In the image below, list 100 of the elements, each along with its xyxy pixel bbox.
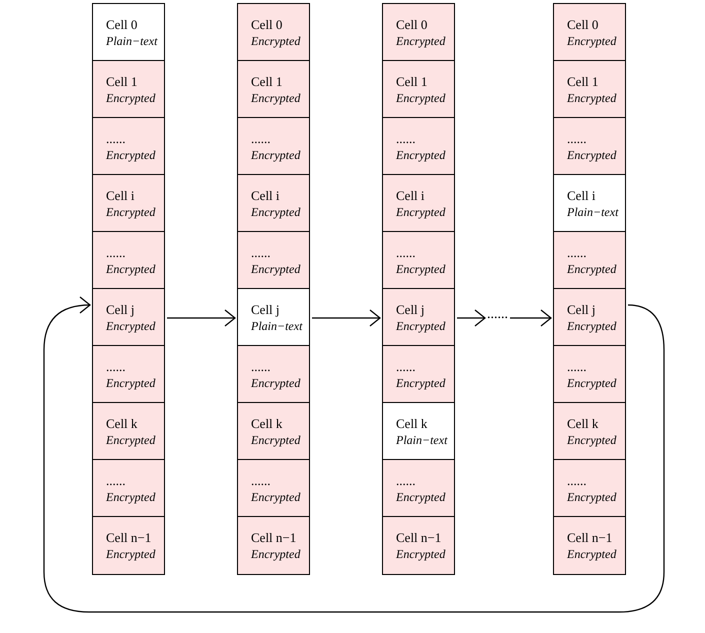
memory-cell (554, 4, 625, 61)
memory-cell (554, 118, 625, 175)
cell-state: Plain−text (106, 33, 158, 49)
cell-name: Cell k (396, 416, 428, 432)
cell-name: ...... (251, 473, 270, 489)
cell-name: Cell i (251, 188, 280, 204)
memory-cell (554, 460, 625, 517)
cell-name: ...... (396, 245, 416, 261)
cell-state: Encrypted (567, 261, 616, 277)
cell-name: Cell i (106, 188, 135, 204)
memory-cell (383, 4, 454, 61)
cell-state: Encrypted (251, 33, 300, 49)
memory-cell (93, 61, 164, 118)
memory-cell (383, 346, 454, 403)
cell-name: Cell 0 (106, 17, 138, 33)
memory-cell (238, 517, 309, 574)
cell-state: Encrypted (106, 432, 156, 448)
cell-name: Cell j (106, 302, 135, 318)
memory-cell (554, 289, 625, 346)
memory-cell (238, 232, 309, 289)
cell-state: Encrypted (396, 33, 446, 49)
cell-name: Cell j (396, 302, 425, 318)
cell-name: Cell k (106, 416, 138, 432)
memory-cell (93, 289, 164, 346)
cell-name: Cell i (567, 188, 596, 204)
cell-state: Encrypted (396, 147, 446, 163)
cell-state: Encrypted (567, 432, 616, 448)
memory-cell (383, 289, 454, 346)
memory-cell (554, 61, 625, 118)
cell-name: Cell j (567, 302, 596, 318)
cell-state: Encrypted (567, 318, 616, 334)
cell-column (382, 3, 455, 575)
cell-state: Encrypted (106, 375, 156, 391)
cell-state: Encrypted (396, 546, 446, 562)
cell-name: Cell n−1 (106, 530, 152, 546)
cell-name: Cell 1 (396, 74, 428, 90)
cell-state: Encrypted (106, 90, 156, 106)
cell-name: Cell 1 (251, 74, 282, 90)
memory-cell (93, 232, 164, 289)
cell-name: Cell n−1 (567, 530, 612, 546)
memory-cell (383, 517, 454, 574)
memory-cell (238, 175, 309, 232)
memory-cell (238, 460, 309, 517)
memory-cell (238, 403, 309, 460)
cell-name: ...... (251, 245, 270, 261)
cell-name: Cell k (251, 416, 282, 432)
memory-cell (93, 517, 164, 574)
cell-name: ...... (106, 473, 126, 489)
arrow (457, 309, 486, 327)
cell-state: Encrypted (567, 489, 616, 505)
cell-state: Encrypted (396, 318, 446, 334)
cell-name: Cell 0 (567, 17, 598, 33)
cell-name: Cell j (251, 302, 280, 318)
cell-state: Encrypted (396, 375, 446, 391)
memory-cell (238, 4, 309, 61)
cell-name: Cell 1 (106, 74, 138, 90)
memory-cell (554, 403, 625, 460)
memory-cell (93, 118, 164, 175)
cell-state: Encrypted (251, 546, 300, 562)
cell-state: Encrypted (567, 33, 616, 49)
cell-state: Encrypted (106, 204, 156, 220)
cell-state: Encrypted (251, 90, 300, 106)
cell-state: Encrypted (251, 375, 300, 391)
memory-cell (93, 403, 164, 460)
cell-state: Encrypted (396, 489, 446, 505)
cell-name: Cell i (396, 188, 425, 204)
arrow (167, 309, 236, 327)
cell-name: ...... (106, 359, 126, 375)
cell-state: Encrypted (567, 147, 616, 163)
cell-name: Cell n−1 (396, 530, 442, 546)
memory-cell (383, 61, 454, 118)
cell-state: Encrypted (567, 375, 616, 391)
cell-state: Plain−text (251, 318, 302, 334)
cell-state: Encrypted (567, 90, 616, 106)
ellipsis-text: ...... (487, 307, 508, 323)
cell-state: Encrypted (567, 546, 616, 562)
memory-cell (383, 232, 454, 289)
cell-state: Encrypted (396, 261, 446, 277)
cell-state: Encrypted (396, 204, 446, 220)
cell-name: ...... (396, 473, 416, 489)
memory-cell (554, 232, 625, 289)
cell-state: Encrypted (251, 432, 300, 448)
memory-cell (93, 346, 164, 403)
cell-state: Encrypted (251, 204, 300, 220)
memory-cell (383, 460, 454, 517)
memory-cell (554, 517, 625, 574)
memory-cell (93, 175, 164, 232)
arrow (43, 296, 665, 613)
cell-name: ...... (396, 359, 416, 375)
memory-cell (238, 118, 309, 175)
memory-cell (554, 346, 625, 403)
cell-state: Encrypted (396, 90, 446, 106)
cell-state: Encrypted (106, 147, 156, 163)
cell-state: Encrypted (106, 318, 156, 334)
cell-name: ...... (567, 131, 586, 147)
cell-state: Encrypted (251, 147, 300, 163)
cell-column (553, 3, 626, 575)
cell-column (237, 3, 310, 575)
cell-name: ...... (567, 245, 586, 261)
cell-name: Cell n−1 (251, 530, 296, 546)
